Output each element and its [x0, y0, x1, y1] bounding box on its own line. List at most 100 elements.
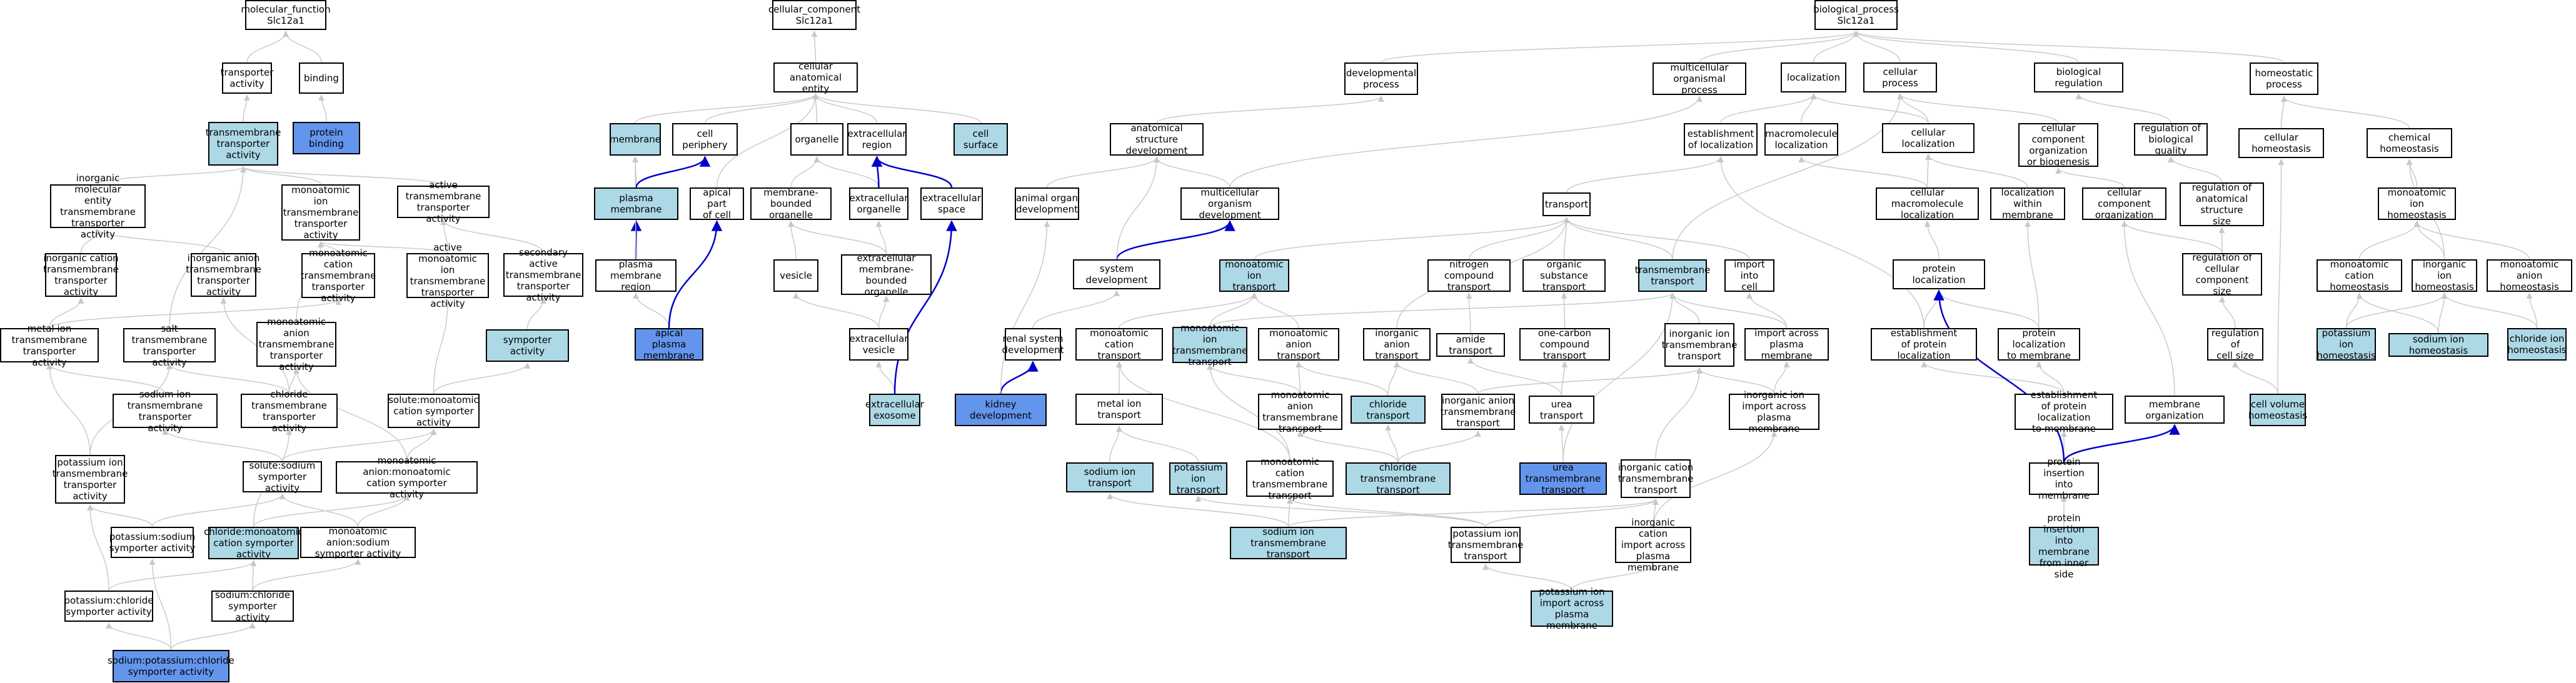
edge-potassium-ion-transmembrane-transport-to-monoatomic-cation-tm-transport: [1287, 497, 1486, 527]
node-inorganic-ion-homeostasis: inorganic ion homeostasis: [2412, 259, 2477, 292]
edge-solute-sodium-sym-to-sodium-ion-tm: [162, 429, 283, 462]
edge-monoatomic-anion-transport-to-monoatomic-ion-transport: [1251, 292, 1299, 329]
node-sodium-potassium-chloride-sym: sodium:potassium:chloride symporter acti…: [108, 650, 234, 682]
edge-cellular-homeostasis-to-homeostatic-process: [2280, 96, 2287, 129]
edge-transport-to-establishment-of-localization: [1566, 156, 1724, 193]
node-plasma-membrane: plasma membrane: [594, 187, 678, 220]
node-monoatomic-ion-transport: monoatomic ion transport: [1219, 259, 1289, 292]
node-active-tm-transporter: active transmembrane transporter activit…: [397, 179, 490, 224]
node-cellular-localization: cellular localization: [1882, 123, 1975, 153]
edge-potassium-ion-import-across-pm-to-potassium-ion-transmembrane-transport: [1482, 564, 1572, 591]
node-import-into-cell: import into cell: [1724, 259, 1774, 292]
node-solute-mono-cation-sym: solute:monoatomic cation symporter activ…: [388, 394, 480, 428]
node-establishment-of-protein-localization: establishment of protein localization: [1871, 327, 1977, 361]
edge-inorganic-anion-tm-transport-to-inorganic-ion-tm-transport: [1477, 367, 1703, 394]
edge-monoatomic-ion-transport-to-transport: [1254, 217, 1570, 260]
edge-extracellular-region-to-cellular-anatomical-entity: [812, 93, 878, 124]
node-renal-system-development: renal system development: [1002, 328, 1064, 361]
node-monoatomic-anion-tm-transport: monoatomic anion transmembrane transport: [1258, 389, 1342, 434]
edge-sodium-chloride-sym-to-mono-anion-sodium-sym: [252, 559, 361, 591]
node-cc-org-biogenesis: cellular component organization or bioge…: [2018, 122, 2098, 167]
node-mono-ion-tm-activity: monoatomic ion transmembrane transporter…: [281, 184, 360, 241]
node-chloride-mono-cation-sym: chloride:monoatomic cation symporter act…: [204, 526, 303, 560]
edge-mono-anion-mono-cation-sym-to-solute-mono-cation-sym: [406, 429, 437, 462]
node-inorg-mol-entity: inorganic molecular entity transmembrane…: [50, 172, 146, 240]
edge-monoatomic-cation-tm-transport-to-monoatomic-cation-transport: [1116, 361, 1291, 461]
edge-chloride-transmembrane-transport-to-inorganic-anion-tm-transport: [1397, 431, 1481, 463]
edge-sodium-ion-transmembrane-transport-to-monoatomic-cation-tm-transport: [1287, 497, 1293, 527]
edge-membrane-bounded-organelle-to-organelle: [790, 156, 820, 188]
node-mono-cation-tm: monoatomic cation transmembrane transpor…: [300, 247, 376, 304]
node-monoatomic-cation-tm-transport: monoatomic cation transmembrane transpor…: [1246, 456, 1334, 501]
edge-potassium-chloride-sym-to-chloride-mono-cation-sym: [108, 560, 257, 591]
node-inorg-cation-tm: inorganic cation transmembrane transport…: [43, 252, 119, 297]
edge-extracellular-mb-organelle-to-membrane-bounded-organelle: [788, 221, 887, 255]
edge-monoatomic-cation-transport-to-monoatomic-ion-transport: [1119, 292, 1257, 329]
node-transporter-activity: transporter activity: [221, 62, 273, 94]
edge-protein-insertion-into-membrane-to-membrane-organization: [2063, 424, 2180, 463]
edge-amide-transport-to-nitrogen-compound-transport: [1466, 292, 1472, 334]
node-membrane-bounded-organelle: membrane-bounded organelle: [750, 187, 832, 221]
node-protein-localization: protein localization: [1893, 259, 1985, 289]
edge-potassium-ion-transmembrane-transport-to-inorganic-cation-tm-transport: [1485, 499, 1659, 527]
edge-inorg-anion-tm-to-inorg-mol-entity: [94, 229, 224, 254]
edge-regulation-of-cell-size-to-regulation-cellular-component-size: [2219, 296, 2236, 329]
edge-active-mono-ion-tm-to-mono-ion-tm-activity: [318, 241, 448, 254]
node-monoatomic-cation-homeostasis: monoatomic cation homeostasis: [2317, 259, 2402, 292]
edge-potassium-sodium-sym-to-solute-sodium-sym: [151, 493, 286, 527]
node-cellular-process: cellular process: [1863, 62, 1937, 92]
edge-anatomical-structure-development-to-developmental-process: [1156, 96, 1384, 124]
edge-apical-part-of-cell-to-cellular-anatomical-entity: [716, 93, 819, 188]
edge-chemical-homeostasis-to-homeostatic-process: [2281, 96, 2410, 129]
edge-potassium-ion-transmembrane-transport-to-potassium-ion-transport: [1195, 496, 1486, 527]
node-inorganic-cation-tm-transport: inorganic cation transmembrane transport: [1618, 459, 1693, 498]
node-protein-insertion-from-inner-side: protein insertion into membrane from inn…: [2029, 512, 2099, 580]
edge-mono-anion-mono-cation-sym-to-mono-anion-tm: [293, 367, 408, 462]
node-salt-tm: salt transmembrane transporter activity: [123, 323, 216, 368]
edge-developmental-process-to-bp: [1381, 31, 1859, 63]
edge-multicellular-organismal-process-to-bp: [1699, 31, 1859, 63]
edge-extracellular-exosome-to-extracellular-space: [893, 220, 957, 394]
edge-localization-within-membrane-to-cellular-localization: [1925, 154, 2028, 188]
node-cellular-anatomical-entity: cellular anatomical entity: [773, 61, 858, 94]
node-binding: binding: [299, 62, 344, 94]
edge-urea-transport-to-amide-transport: [1467, 357, 1562, 396]
edge-potassium-ion-homeostasis-to-inorganic-ion-homeostasis: [2345, 292, 2448, 329]
edge-cc-org-biogenesis-to-cellular-process: [1897, 93, 2059, 124]
node-potassium-ion-homeostasis: potassium ion homeostasis: [2317, 327, 2376, 361]
node-potassium-ion-tm: potassium ion transmembrane transporter …: [53, 455, 128, 504]
node-tm-transporter-activity: transmembrane transporter activity: [206, 122, 281, 166]
node-potassium-ion-transport: potassium ion transport: [1169, 462, 1227, 496]
edge-organelle-to-cellular-anatomical-entity: [812, 93, 819, 124]
edge-cell-surface-to-cellular-anatomical-entity: [812, 93, 982, 124]
edge-protein-localization-to-membrane-to-protein-localization: [1936, 290, 2040, 329]
edge-establishment-protein-localization-to-membrane-to-protein-localization-to-membrane: [2036, 361, 2065, 394]
node-macromolecule-localization: macromolecule localization: [1764, 123, 1838, 156]
node-animal-organ-development: animal organ development: [1015, 187, 1079, 220]
node-plasma-membrane-region: plasma membrane region: [595, 259, 677, 292]
edge-extracellular-exosome-to-extracellular-vesicle: [875, 361, 895, 394]
edge-regulation-cellular-component-size-to-cellular-component-organization: [2121, 221, 2223, 254]
node-protein-binding: protein binding: [293, 122, 360, 154]
edge-chloride-transmembrane-transport-to-chloride-transport: [1385, 424, 1399, 463]
edge-solute-mono-cation-sym-to-symporter-activity: [433, 362, 531, 394]
node-extracellular-exosome: extracellular exosome: [865, 394, 924, 426]
edge-sodium-ion-transmembrane-transport-to-sodium-ion-transport: [1107, 493, 1289, 527]
node-chloride-transmembrane-transport: chloride transmembrane transport: [1346, 462, 1451, 496]
edge-sodium-ion-tm-to-metal-ion-tm: [46, 363, 166, 394]
node-cellular-macromolecule-localization: cellular macromolecule localization: [1876, 187, 1979, 221]
node-regulation-cellular-component-size: regulation of cellular component size: [2182, 252, 2262, 297]
edge-transmembrane-transport-to-transport: [1563, 217, 1673, 260]
edge-transmembrane-transport-to-cellular-process: [1672, 93, 1903, 260]
edge-binding-to-mf: [283, 31, 322, 63]
node-organic-substance-transport: organic substance transport: [1522, 259, 1606, 292]
node-vesicle: vesicle: [773, 259, 818, 292]
edge-membrane-to-cellular-anatomical-entity: [635, 93, 819, 124]
node-establishment-of-localization: establishment of localization: [1684, 123, 1758, 156]
edge-monoatomic-anion-tm-transport-to-monoatomic-ion-tm-transport: [1207, 364, 1301, 394]
edge-cellular-localization-to-localization: [1810, 93, 1929, 124]
edge-potassium-ion-homeostasis-to-monoatomic-cation-homeostasis: [2345, 292, 2363, 329]
edge-urea-transport-to-one-carbon-compound-transport: [1561, 361, 1568, 396]
node-inorganic-ion-import-across-pm: inorganic ion import across plasma membr…: [1729, 389, 1819, 434]
edge-metal-ion-tm-to-mono-cation-tm: [49, 299, 341, 329]
